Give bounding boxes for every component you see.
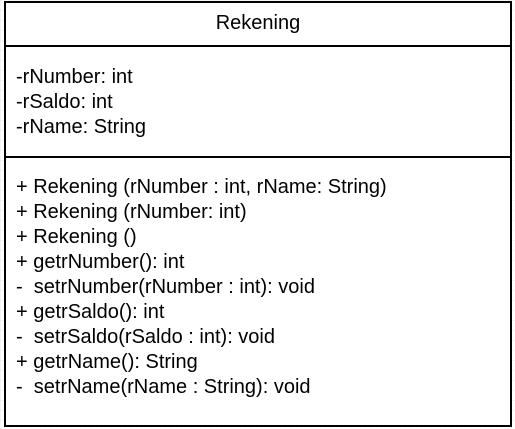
operations-compartment: + Rekening (rNumber : int, rName: String…: [6, 158, 510, 400]
operation-constructor-number: + Rekening (rNumber: int): [16, 201, 247, 223]
operation-getrnumber: + getrNumber(): int: [16, 251, 185, 273]
operation-constructor-full: + Rekening (rNumber : int, rName: String…: [16, 176, 387, 198]
attribute-rname: -rName: String: [16, 116, 147, 138]
operation-getrname: + getrName(): String: [16, 351, 198, 373]
attributes-compartment: -rNumber: int -rSaldo: int -rName: Strin…: [6, 47, 510, 158]
attribute-rnumber: -rNumber: int: [16, 66, 133, 88]
operation-constructor-empty: + Rekening (): [16, 226, 137, 248]
class-name: Rekening: [6, 3, 510, 47]
operation-setrname: - setrName(rName : String): void: [16, 376, 311, 398]
operation-setrsaldo: - setrSaldo(rSaldo : int): void: [16, 326, 275, 348]
operation-setrnumber: - setrNumber(rNumber : int): void: [16, 276, 315, 298]
uml-class-box[interactable]: Rekening -rNumber: int -rSaldo: int -rNa…: [4, 1, 512, 427]
attribute-rsaldo: -rSaldo: int: [16, 91, 113, 113]
operation-getrsaldo: + getrSaldo(): int: [16, 301, 165, 323]
